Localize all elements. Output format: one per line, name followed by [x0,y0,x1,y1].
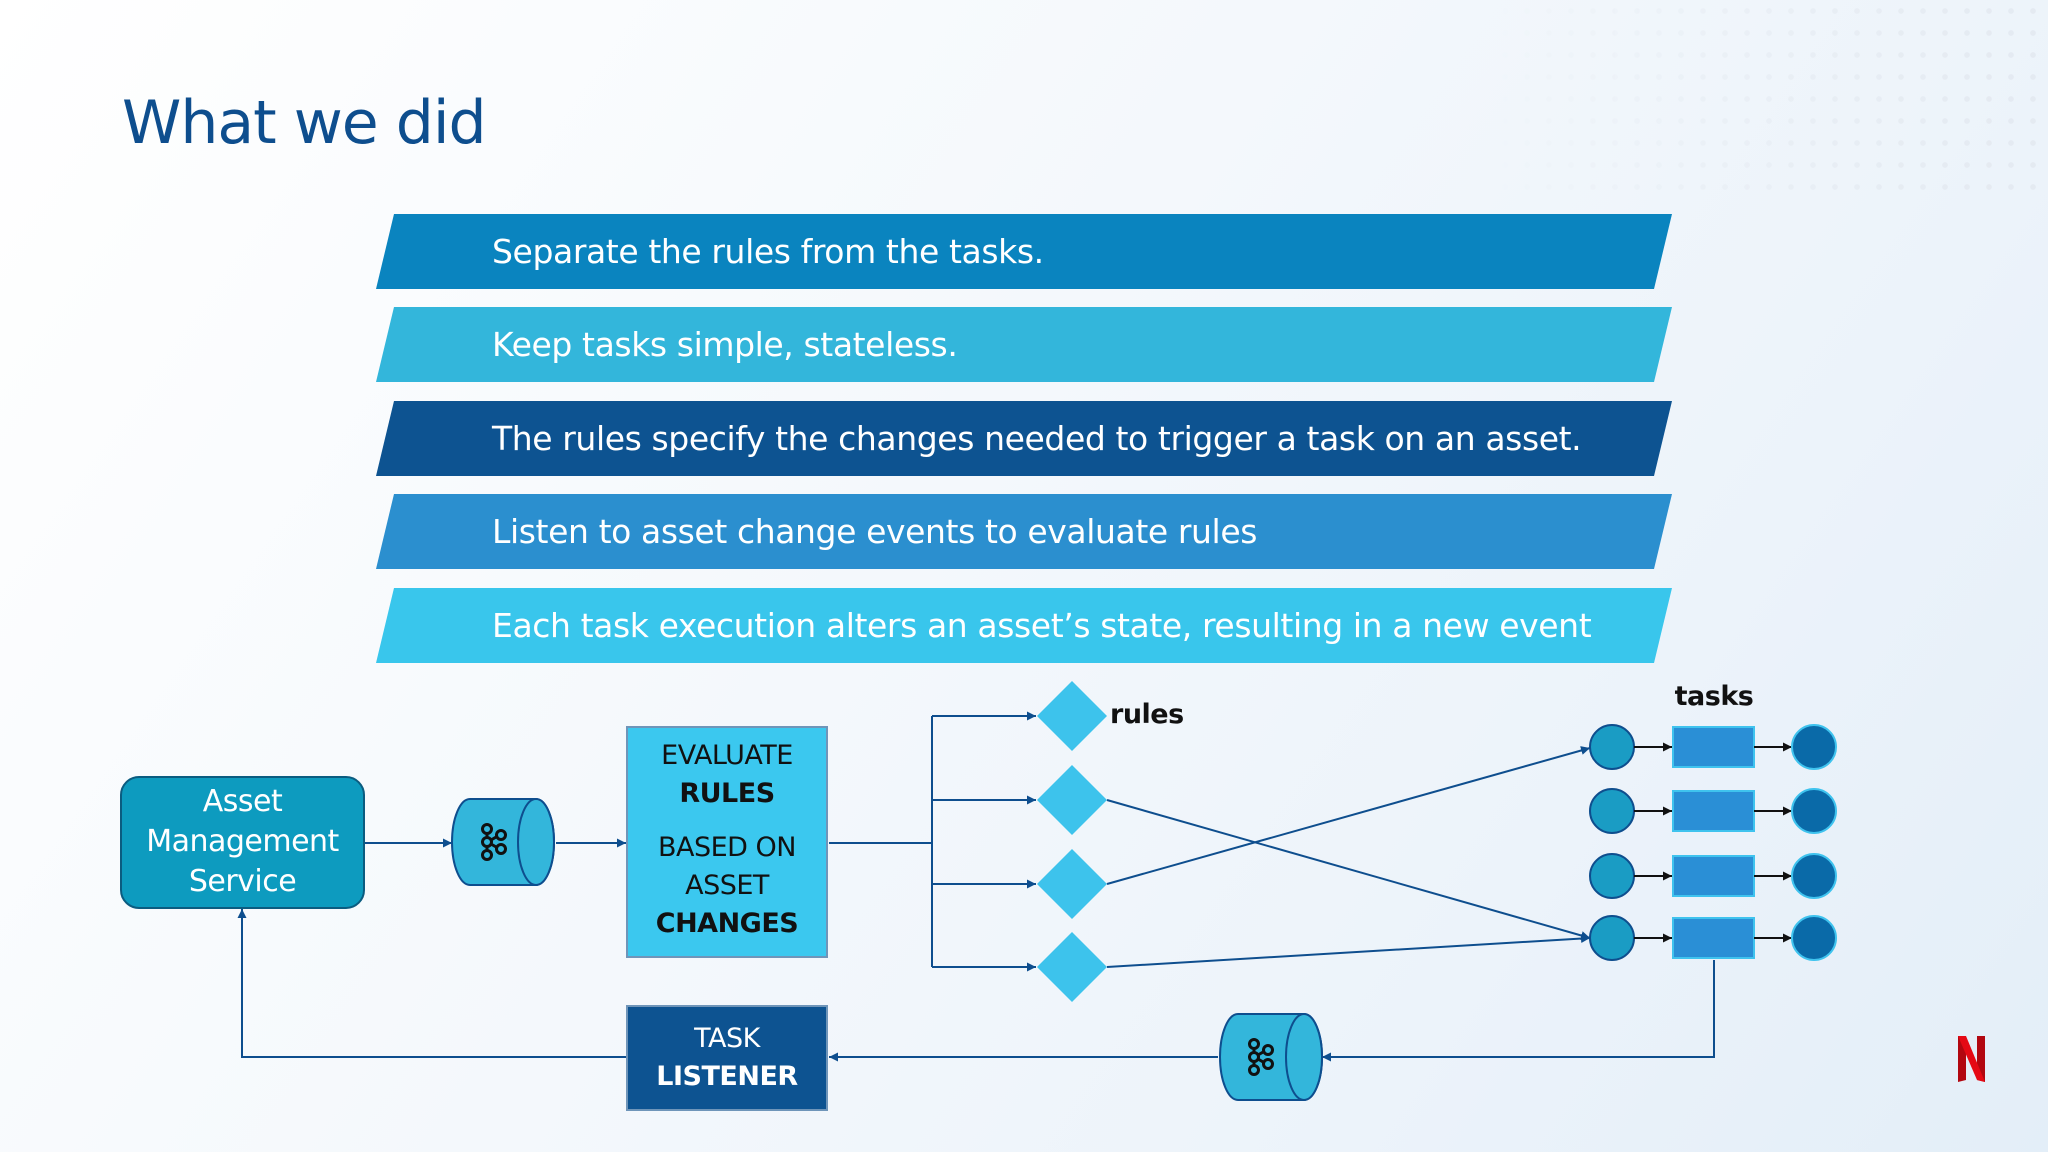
rule-diamonds [1037,681,1107,1002]
rules-label: rules [1110,699,1184,730]
listener-line-1: TASK [694,1023,760,1054]
queue-cylinder-2 [1219,1013,1323,1101]
task-start-circle [1589,788,1635,834]
task-end-circle [1791,788,1837,834]
evaluate-line-5: CHANGES [655,908,799,939]
task-rows [1589,724,1837,961]
task-end-circle [1791,853,1837,899]
listener-line-2: LISTENER [656,1061,798,1092]
rule-diamond-4 [1037,932,1107,1002]
band-3: The rules specify the changes needed to … [376,401,1672,476]
band-text-5: Each task execution alters an asset’s st… [492,606,1592,645]
task-listener-node [626,1005,828,1111]
band-text-2: Keep tasks simple, stateless. [492,325,958,364]
band-text-4: Listen to asset change events to evaluat… [492,512,1258,551]
task-box [1672,855,1755,897]
edge-task-to-queue [1322,960,1715,1062]
evaluate-line-4: ASSET [685,870,769,901]
task-start-circle [1589,724,1635,770]
task-row-2 [1589,788,1837,834]
evaluate-rules-label: EVALUATE RULES BASED ON ASSET CHANGES [627,737,827,943]
connector-lines [237,711,1715,1062]
rule-diamond-3 [1037,849,1107,919]
asset-service-label: Asset Management Service [121,782,364,902]
asset-service-label-line-3: Service [188,864,297,899]
asset-service-label-line-2: Management [146,824,339,859]
task-box [1672,790,1755,832]
rule-diamond-1 [1037,681,1107,751]
task-box [1672,917,1755,959]
band-5: Each task execution alters an asset’s st… [376,588,1672,663]
edge-rule-3-to-task-1 [1106,746,1591,885]
task-row-4 [1589,915,1837,961]
band-4: Listen to asset change events to evaluat… [376,494,1672,569]
task-row-3 [1589,853,1837,899]
tasks-label: tasks [1674,681,1754,712]
task-end-circle [1791,915,1837,961]
band-text-3: The rules specify the changes needed to … [492,419,1582,458]
task-end-circle [1791,724,1837,770]
edge-rule-2-to-task-4 [1106,799,1591,940]
task-row-1 [1589,724,1837,770]
band-2: Keep tasks simple, stateless. [376,307,1672,382]
evaluate-line-1: EVALUATE [661,740,793,771]
evaluate-line-3: BASED ON [657,832,797,863]
evaluate-rules-node [626,726,828,958]
asset-service-label-line-1: Asset [202,784,283,819]
evaluate-line-2: RULES [679,778,775,809]
edge-rule-4-to-task-4 [1106,934,1591,968]
rule-diamond-2 [1037,765,1107,835]
band-1: Separate the rules from the tasks. [376,214,1672,289]
task-start-circle [1589,915,1635,961]
task-start-circle [1589,853,1635,899]
edge-listener-to-service [237,909,627,1058]
task-box [1672,726,1755,768]
band-text-1: Separate the rules from the tasks. [492,232,1044,271]
queue-cylinder-1 [451,798,555,886]
slide-title: What we did [122,88,487,158]
netflix-logo-icon [1958,1036,1985,1082]
asset-management-service-node [120,776,365,909]
task-listener-label: TASK LISTENER [627,1020,827,1096]
